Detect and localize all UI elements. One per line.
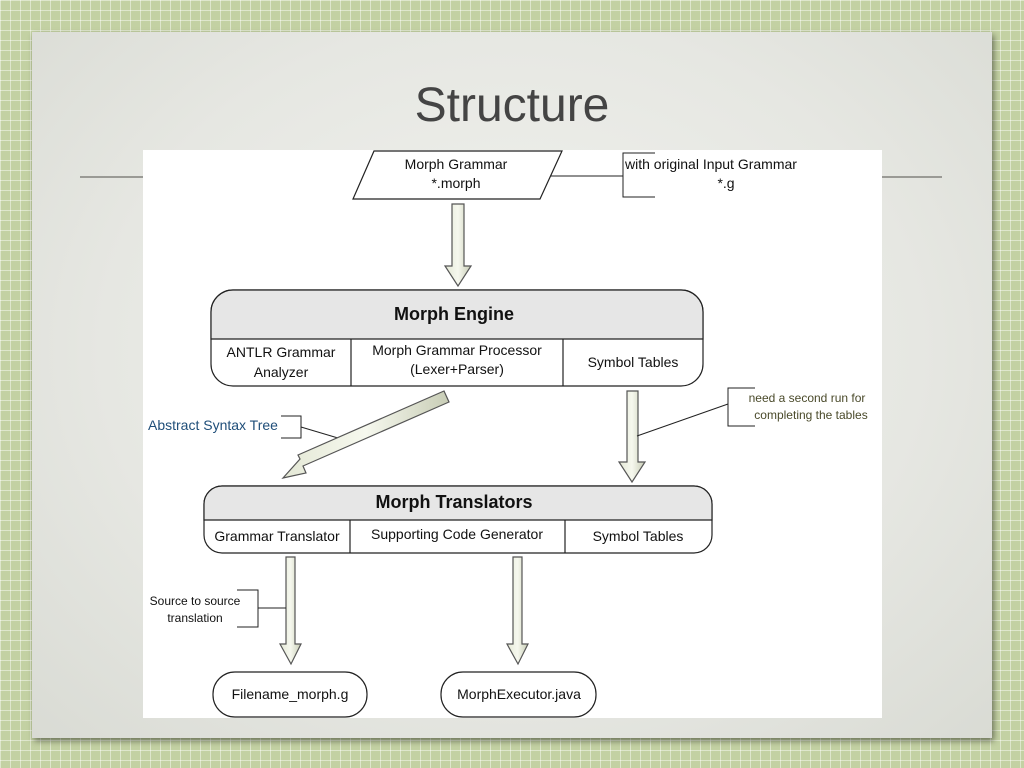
engine-title: Morph Engine	[394, 304, 514, 324]
input-label-line2: *.morph	[431, 175, 480, 191]
arrow-to-morph-executor	[505, 556, 529, 666]
arrow-input-to-engine	[443, 203, 473, 288]
title-rule-left	[80, 176, 144, 178]
diagram-svg: Morph Grammar *.morph with original Inpu…	[148, 150, 868, 718]
input-label-line1: Morph Grammar	[405, 156, 508, 172]
note-second-run: need a second run for completing the tab…	[636, 387, 868, 437]
arrow-ast-diagonal	[281, 390, 450, 479]
note-source-line1: Source to source	[150, 594, 241, 608]
note-second-run-line1: need a second run for	[749, 391, 866, 405]
note-abstract-syntax-tree: Abstract Syntax Tree	[148, 415, 349, 442]
translators-cell-symbol-tables: Symbol Tables	[593, 528, 684, 544]
morph-translators-box: Morph Translators Grammar Translator Sup…	[203, 485, 713, 554]
note-ast-label: Abstract Syntax Tree	[148, 417, 278, 433]
arrow-to-filename-morph	[278, 556, 302, 666]
output-executor-label: MorphExecutor.java	[457, 686, 581, 702]
engine-cell-antlr-line1: ANTLR Grammar	[227, 344, 336, 360]
output-filename-morph: Filename_morph.g	[212, 671, 368, 718]
translators-cell-code-generator: Supporting Code Generator	[371, 526, 543, 542]
engine-cell-processor-line2: (Lexer+Parser)	[410, 361, 504, 377]
note-input-line2: *.g	[717, 175, 734, 191]
title-rule-right	[882, 176, 942, 178]
translators-cell-grammar: Grammar Translator	[214, 528, 340, 544]
engine-cell-antlr-line2: Analyzer	[254, 364, 309, 380]
morph-engine-box: Morph Engine ANTLR Grammar Analyzer Morp…	[210, 289, 704, 387]
note-second-run-line2: completing the tables	[754, 408, 867, 422]
arrow-symbol-tables-down	[617, 390, 647, 484]
note-original-input: with original Input Grammar *.g	[551, 152, 797, 198]
diagram-canvas: Morph Grammar *.morph with original Inpu…	[143, 150, 882, 718]
input-morph-grammar: Morph Grammar *.morph	[352, 150, 563, 200]
translators-title: Morph Translators	[375, 492, 532, 512]
output-morph-executor: MorphExecutor.java	[440, 671, 597, 718]
note-source-line2: translation	[167, 611, 222, 625]
engine-cell-processor-line1: Morph Grammar Processor	[372, 342, 542, 358]
output-filename-label: Filename_morph.g	[232, 686, 349, 702]
engine-cell-symbol-tables: Symbol Tables	[588, 354, 679, 370]
note-source-to-source: Source to source translation	[150, 589, 286, 628]
note-input-line1: with original Input Grammar	[624, 156, 797, 172]
slide-title: Structure	[414, 79, 610, 132]
